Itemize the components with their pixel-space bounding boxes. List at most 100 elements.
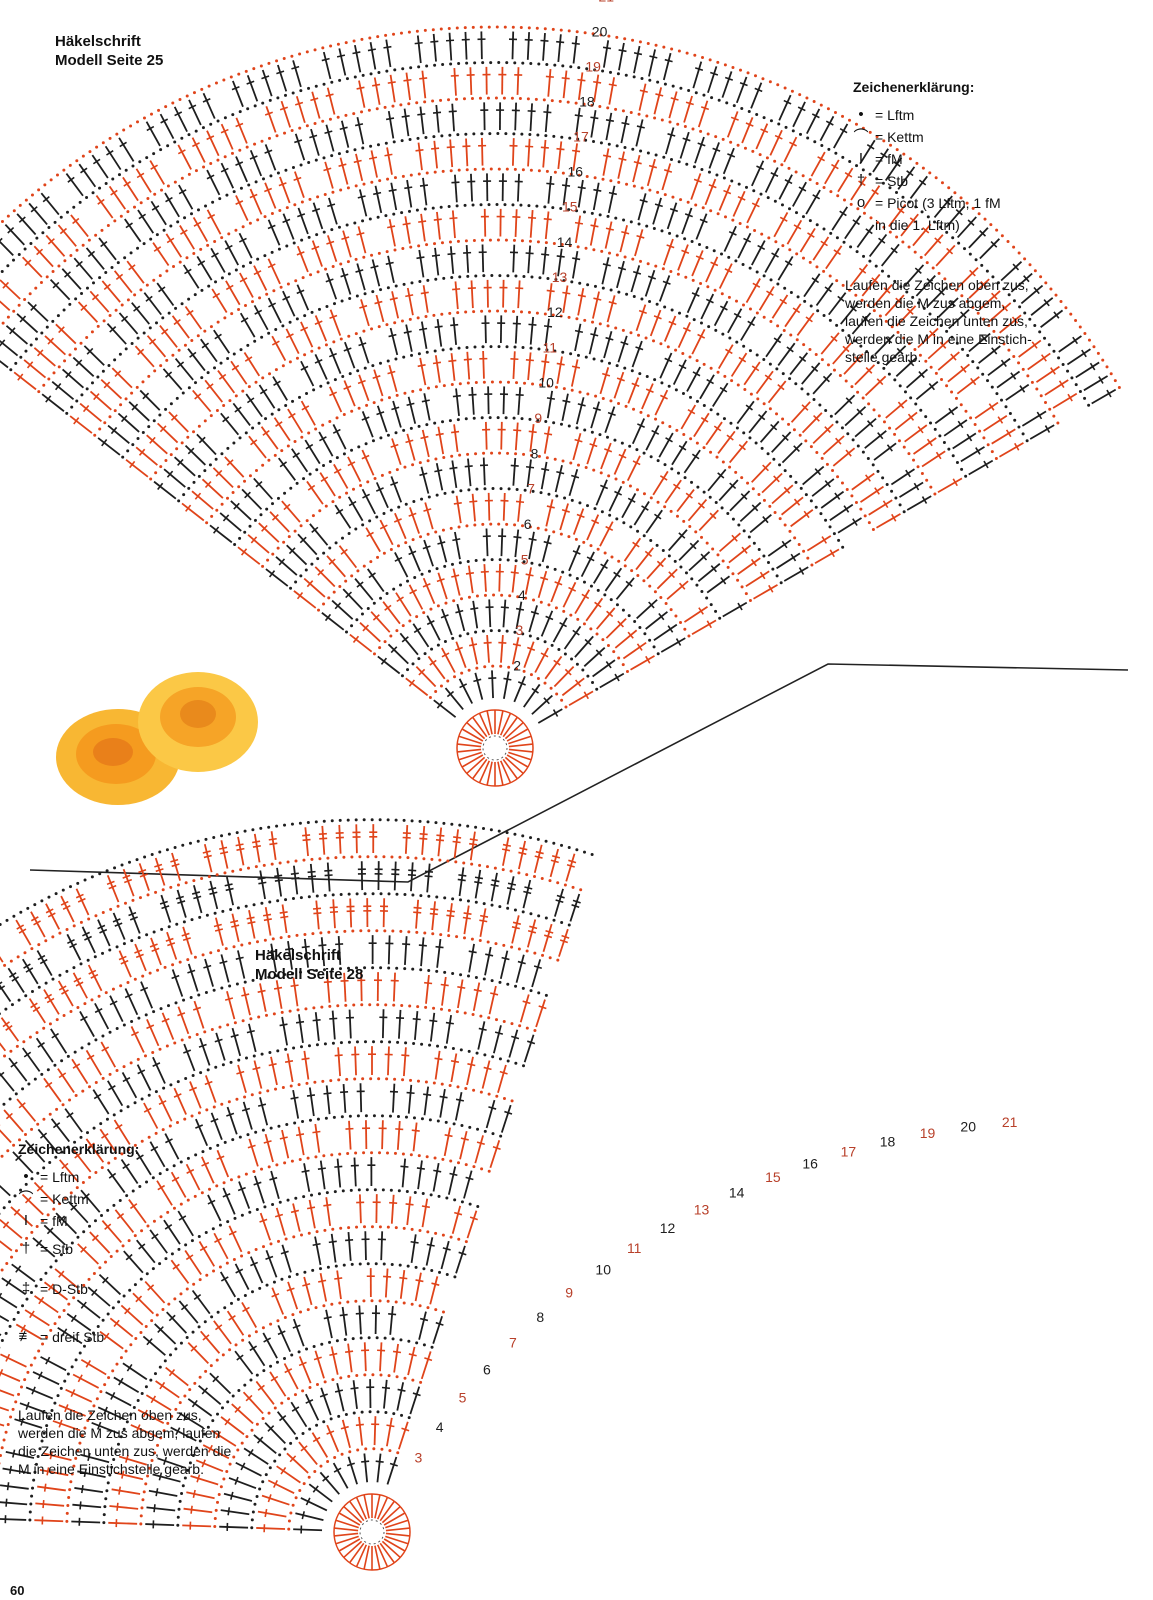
stitch-crossbar — [319, 1393, 328, 1398]
stitch-stb — [181, 502, 205, 522]
chain-dot — [353, 221, 357, 225]
stitch-crossbar — [768, 584, 774, 593]
chain-dot — [346, 1300, 350, 1304]
stitch-stb — [502, 386, 506, 415]
chain-dot — [210, 1315, 214, 1319]
stitch-crossbar — [293, 176, 302, 181]
stitch-crossbar — [55, 383, 62, 391]
stitch-stb — [21, 256, 43, 278]
chain-dot — [814, 353, 818, 357]
chain-dot — [10, 1255, 14, 1259]
chain-dot — [829, 414, 833, 418]
stitch-stb — [840, 302, 859, 325]
chain-dot — [210, 514, 214, 518]
stitch-crossbar — [435, 1321, 444, 1326]
chain-dot — [642, 492, 646, 496]
chain-dot — [466, 632, 470, 636]
stitch-crossbar — [685, 492, 693, 499]
chain-dot — [603, 551, 607, 555]
stitch-crossbar — [91, 293, 99, 301]
stitch-stb — [287, 408, 304, 434]
stitch-stb — [561, 677, 585, 697]
stitch-crossbar — [885, 336, 893, 344]
chain-dot — [593, 68, 597, 72]
chain-dot — [57, 365, 61, 369]
stitch-crossbar — [636, 125, 645, 129]
stitch-crossbar — [314, 359, 323, 364]
stitch-crossbar — [355, 269, 364, 273]
stitch-stb — [387, 643, 409, 665]
chain-dot — [547, 492, 551, 496]
stitch-crossbar — [116, 1502, 119, 1511]
stitch-stb — [421, 429, 430, 458]
chain-dot — [283, 491, 287, 495]
stitch-stb — [173, 1087, 187, 1115]
stitch-crossbar — [793, 445, 800, 453]
chain-dot — [685, 51, 689, 55]
stitch-stb — [198, 1385, 222, 1405]
chain-dot — [746, 481, 750, 485]
stitch-crossbar — [124, 1454, 129, 1463]
stitch-crossbar — [5, 1498, 8, 1507]
chain-dot — [110, 266, 114, 270]
stitch-stb — [517, 280, 521, 309]
chain-dot — [179, 1160, 183, 1164]
chain-dot — [192, 430, 196, 434]
chain-dot — [429, 1193, 433, 1197]
stitch-stb — [500, 635, 504, 663]
stitch-crossbar — [997, 416, 1004, 424]
chain-dot — [317, 346, 321, 350]
chain-dot — [668, 425, 672, 429]
row-number: 9 — [534, 410, 542, 426]
stitch-crossbar — [294, 101, 304, 106]
chain-dot — [73, 1140, 77, 1144]
chain-dot — [231, 1394, 235, 1398]
stitch-crossbar — [138, 448, 146, 456]
stitch-crossbar — [109, 326, 117, 333]
chain-dot — [854, 500, 858, 504]
chain-dot — [652, 645, 656, 649]
chain-dot — [185, 1336, 189, 1340]
stitch-stb — [921, 450, 946, 468]
stitch-crossbar — [739, 82, 748, 87]
chain-dot — [888, 426, 892, 430]
chain-dot — [877, 414, 881, 418]
stitch-crossbar — [781, 434, 789, 442]
chain-dot — [609, 288, 613, 292]
chain-dot — [203, 1320, 207, 1324]
chain-dot — [383, 640, 387, 644]
chain-dot — [385, 1077, 389, 1081]
chain-dot — [532, 598, 536, 602]
chain-dot — [511, 203, 515, 207]
stitch-stb — [66, 1313, 92, 1332]
chain-dot — [62, 168, 66, 172]
chain-dot — [648, 584, 652, 588]
chain-dot — [386, 1225, 390, 1229]
stitch-crossbar — [171, 1176, 180, 1182]
stitch-crossbar — [835, 437, 842, 445]
chain-dot — [652, 226, 656, 230]
stitch-crossbar — [186, 1168, 195, 1174]
chain-dot — [748, 436, 752, 440]
stitch-stb — [956, 216, 977, 239]
chain-dot — [415, 29, 419, 33]
chain-dot — [260, 335, 264, 339]
chain-dot — [280, 1277, 284, 1281]
stitch-crossbar — [215, 1431, 222, 1439]
chain-dot — [205, 1108, 209, 1112]
stitch-stb — [900, 213, 919, 237]
chain-dot — [700, 535, 704, 539]
stitch-stb — [593, 74, 600, 103]
stitch-crossbar — [43, 1483, 47, 1492]
stitch-crossbar — [678, 582, 686, 590]
stitch-stb — [352, 1380, 358, 1410]
stitch-crossbar — [918, 371, 925, 379]
chain-dot — [802, 343, 806, 347]
chain-dot — [424, 135, 428, 139]
chain-dot — [502, 1096, 506, 1100]
stitch-crossbar — [347, 461, 356, 467]
chain-dot — [150, 1319, 154, 1323]
chain-dot — [649, 496, 653, 500]
stitch-crossbar — [405, 439, 414, 444]
stitch-crossbar — [87, 1142, 95, 1149]
